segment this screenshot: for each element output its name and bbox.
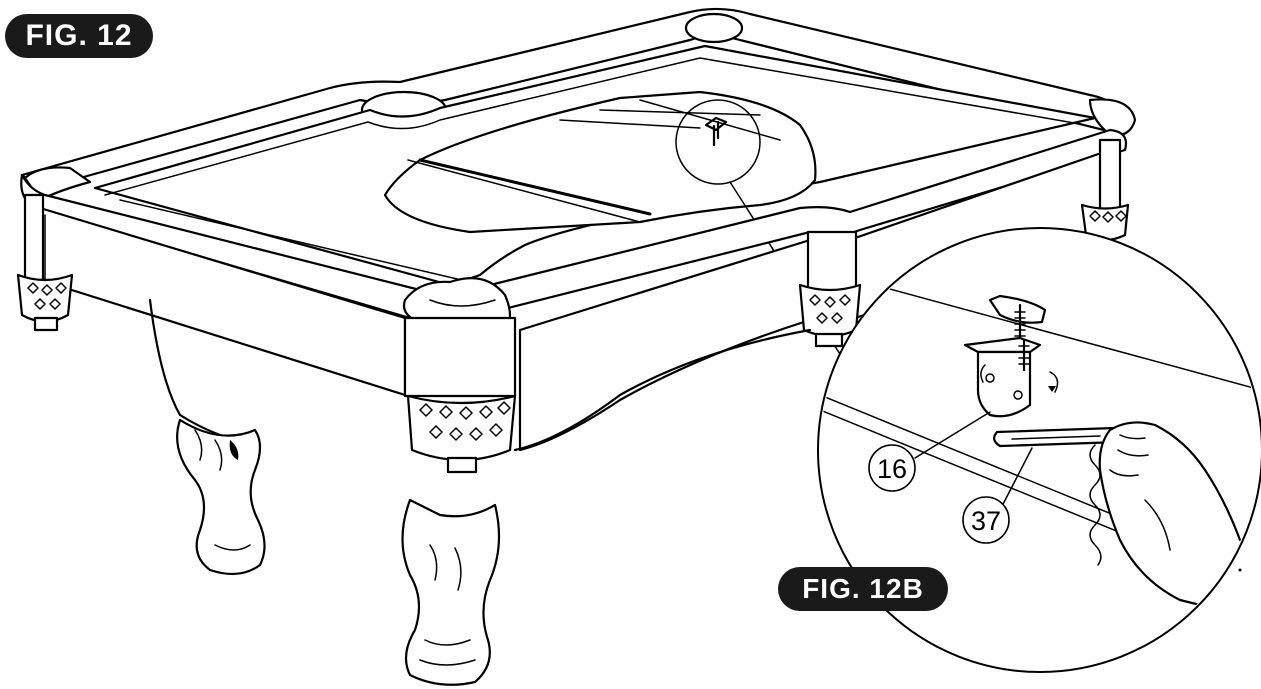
threaded-rod (1089, 444, 1102, 566)
bracket-small (704, 116, 728, 147)
callout-37: 37 (962, 496, 1010, 544)
stray-mark (1238, 568, 1242, 572)
pool-table (16, 7, 1137, 686)
far-corner-pocket (684, 12, 744, 44)
callout-37-label: 37 (971, 506, 1001, 536)
leg-cap-left (16, 273, 74, 332)
detail-view: 16 37 (817, 227, 1261, 673)
callout-16-label: 16 (877, 454, 907, 484)
leg-cap-front (406, 394, 517, 474)
rotate-arrow-icon (1049, 371, 1059, 393)
corner-block-front (403, 316, 517, 398)
callout-16: 16 (868, 444, 916, 492)
bracket-16 (963, 336, 1042, 418)
figure-label-main: FIG. 12 (5, 14, 153, 58)
leg-front (401, 498, 501, 686)
right-apron (518, 238, 812, 452)
corner-block-left (23, 193, 45, 282)
figure-label-detail: FIG. 12B (778, 567, 948, 611)
detail-callout-circle (675, 99, 761, 185)
leg-cap-middle (798, 283, 862, 348)
leg-left (176, 418, 266, 576)
apron-curve (513, 328, 812, 452)
